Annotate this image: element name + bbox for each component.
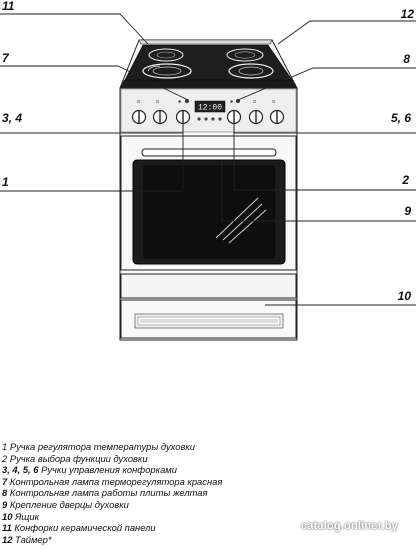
legend-row-10: 10 Ящик bbox=[2, 511, 302, 523]
oven-door bbox=[120, 135, 297, 271]
callout-2: 2 bbox=[401, 173, 409, 187]
legend-num: 10 bbox=[2, 510, 13, 522]
leader-8 bbox=[237, 67, 416, 101]
legend-num: 3, 4, 5, 6 bbox=[2, 464, 39, 476]
legend-row-1: 1 Ручка регулятора температуры духовки bbox=[2, 441, 302, 453]
knob-oven-function bbox=[226, 109, 242, 125]
timer: 12:00 bbox=[194, 100, 226, 121]
legend-num: 2 bbox=[2, 452, 8, 464]
callout-10: 10 bbox=[398, 289, 412, 303]
legend-text: Ручка регулятора температуры духовки bbox=[9, 441, 195, 452]
legend-row-12: 12 Таймер* bbox=[2, 534, 302, 546]
legend-num: 12 bbox=[2, 533, 13, 545]
burner-back-right bbox=[226, 48, 264, 62]
callout-12: 12 bbox=[401, 7, 415, 21]
watermark: catalog.onliner.by bbox=[300, 520, 398, 532]
glass-reflection bbox=[215, 197, 267, 244]
svg-text:✱: ✱ bbox=[178, 99, 182, 104]
leader-2 bbox=[233, 123, 416, 191]
svg-text:⊡: ⊡ bbox=[253, 99, 256, 104]
timer-button-2 bbox=[204, 117, 208, 121]
knob-burner-3 bbox=[131, 109, 147, 125]
burner-back-left bbox=[148, 48, 184, 62]
legend-text: Контрольная лампа терморегулятора красна… bbox=[9, 475, 223, 487]
legend-text: Таймер* bbox=[15, 533, 52, 545]
legend-num: 7 bbox=[2, 475, 8, 487]
legend-num: 9 bbox=[2, 498, 8, 510]
knob-burner-4 bbox=[152, 109, 168, 125]
knob-oven-temperature bbox=[175, 109, 191, 125]
knob-burner-5 bbox=[248, 109, 264, 125]
timer-button-1 bbox=[197, 117, 201, 121]
drawer bbox=[120, 273, 297, 339]
legend-row-3: 3, 4, 5, 6 Ручки управления конфорками bbox=[2, 464, 302, 476]
knob-markings: ⊡ ⊡ ✱ ✱ ⊡ ⊡ bbox=[137, 99, 275, 104]
legend-text: Контрольная лампа работы плиты желтая bbox=[9, 487, 208, 499]
leader-12 bbox=[277, 20, 416, 45]
knob-burner-6 bbox=[269, 109, 285, 125]
legend-text: Ящик bbox=[15, 510, 40, 522]
ceramic-cooktop bbox=[119, 39, 298, 89]
timer-display: 12:00 bbox=[198, 104, 222, 113]
legend-row-7: 7 Контрольная лампа терморегулятора крас… bbox=[2, 476, 302, 488]
legend-text: Ручка выбора функции духовки bbox=[9, 452, 148, 464]
legend-row-8: 8 Контрольная лампа работы плиты желтая bbox=[2, 487, 302, 499]
legend-text: Конфорки керамической панели bbox=[14, 522, 156, 534]
leader-11 bbox=[0, 13, 149, 45]
legend-row-2: 2 Ручка выбора функции духовки bbox=[2, 453, 302, 465]
leader-lines bbox=[0, 13, 416, 306]
leader-7 bbox=[0, 65, 189, 101]
timer-button-3 bbox=[211, 117, 215, 121]
timer-button-4 bbox=[218, 117, 222, 121]
svg-text:⊡: ⊡ bbox=[137, 99, 140, 104]
svg-text:✱: ✱ bbox=[230, 99, 234, 104]
leader-9 bbox=[221, 160, 416, 222]
burner-front-left bbox=[142, 63, 192, 79]
callout-8: 8 bbox=[403, 52, 410, 66]
legend-num: 8 bbox=[2, 487, 8, 499]
svg-text:⊡: ⊡ bbox=[272, 99, 275, 104]
burner-front-right bbox=[228, 63, 274, 79]
legend-row-11: 11 Конфорки керамической панели bbox=[2, 522, 302, 534]
legend-row-9: 9 Крепление дверцы духовки bbox=[2, 499, 302, 511]
callout-5-6: 5, 6 bbox=[391, 111, 411, 125]
control-panel: ⊡ ⊡ ✱ ✱ ⊡ ⊡ 12:00 bbox=[120, 88, 297, 133]
leader-1 bbox=[0, 123, 184, 192]
callout-7: 7 bbox=[2, 51, 10, 65]
legend-num: 11 bbox=[2, 522, 12, 534]
legend-text: Ручки управления конфорками bbox=[41, 464, 177, 476]
callout-11: 11 bbox=[2, 0, 15, 13]
legend-text: Крепление дверцы духовки bbox=[9, 498, 129, 510]
legend: 1 Ручка регулятора температуры духовки 2… bbox=[2, 441, 302, 545]
oven-door-handle bbox=[141, 148, 277, 157]
callout-9: 9 bbox=[404, 204, 411, 218]
callout-3-4: 3, 4 bbox=[2, 111, 22, 125]
callout-1: 1 bbox=[2, 175, 9, 189]
svg-text:⊡: ⊡ bbox=[156, 99, 159, 104]
legend-num: 1 bbox=[2, 441, 8, 452]
